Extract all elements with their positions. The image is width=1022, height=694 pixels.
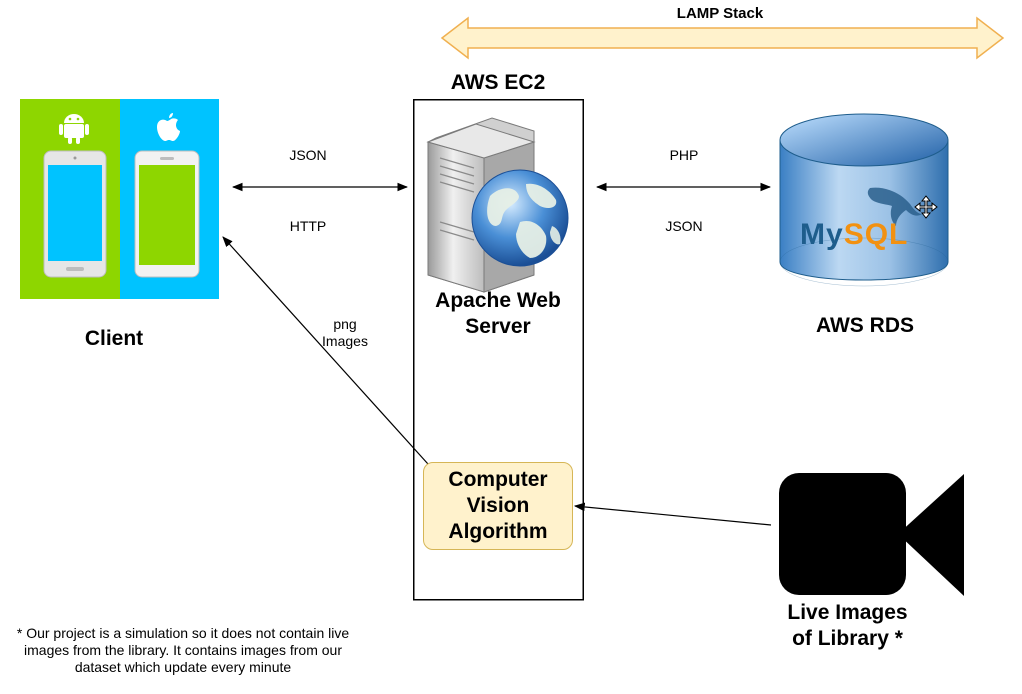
client-label: Client [84, 327, 144, 350]
apache-label-line1: Apache Web [435, 289, 561, 312]
globe-icon [471, 169, 569, 267]
camera-label-line1: Live Images [787, 601, 908, 624]
ec2-box [413, 99, 584, 601]
camera-label-line2: of Library * [792, 627, 903, 650]
cv-label-line1: Computer [448, 468, 548, 491]
computer-vision-box: Computer Vision Algorithm [423, 462, 573, 550]
mysql-logo-my: My [800, 218, 844, 251]
footnote: * Our project is a simulation so it does… [0, 625, 366, 676]
edge-label-php: PHP [669, 147, 699, 163]
cv-client-arrow [222, 236, 429, 465]
android-icon [59, 114, 89, 144]
camera-cv-arrow [573, 502, 772, 526]
client-phones-image [20, 99, 219, 299]
apache-label-line2: Server [465, 315, 531, 338]
web-server-icon [426, 117, 569, 293]
edge-label-http: HTTP [289, 218, 327, 234]
rds-label: AWS RDS [815, 314, 914, 337]
mysql-logo-text: MySQL [800, 218, 908, 252]
camera-label: Live Images of Library * [760, 600, 935, 652]
lamp-stack-label: LAMP Stack [676, 5, 764, 22]
edge-label-json-right: JSON [665, 218, 703, 234]
apache-label: Apache Web Server [413, 288, 583, 340]
connectors [222, 182, 772, 526]
cv-label: Computer Vision Algorithm [448, 467, 547, 545]
ec2-title: AWS EC2 [450, 71, 546, 94]
edge-label-png: png [333, 316, 357, 332]
edge-label-png-images: png Images [310, 316, 380, 350]
lamp-stack-arrow [440, 16, 1005, 60]
mysql-logo-sql: SQL [843, 218, 909, 251]
cv-label-line2: Vision [466, 494, 530, 517]
apple-icon [157, 113, 180, 141]
cv-label-line3: Algorithm [448, 520, 548, 543]
footnote-line2: images from the library. It contains ima… [24, 642, 342, 658]
move-cursor-icon [914, 195, 938, 219]
video-camera-icon [779, 473, 964, 596]
android-phone [43, 150, 107, 278]
footnote-line1: * Our project is a simulation so it does… [16, 625, 350, 641]
iphone [134, 150, 200, 278]
edge-label-images: Images [322, 333, 368, 349]
edge-label-json-left: JSON [289, 147, 327, 163]
mysql-database-icon [779, 113, 949, 287]
footnote-line3: dataset which update every minute [74, 659, 292, 675]
